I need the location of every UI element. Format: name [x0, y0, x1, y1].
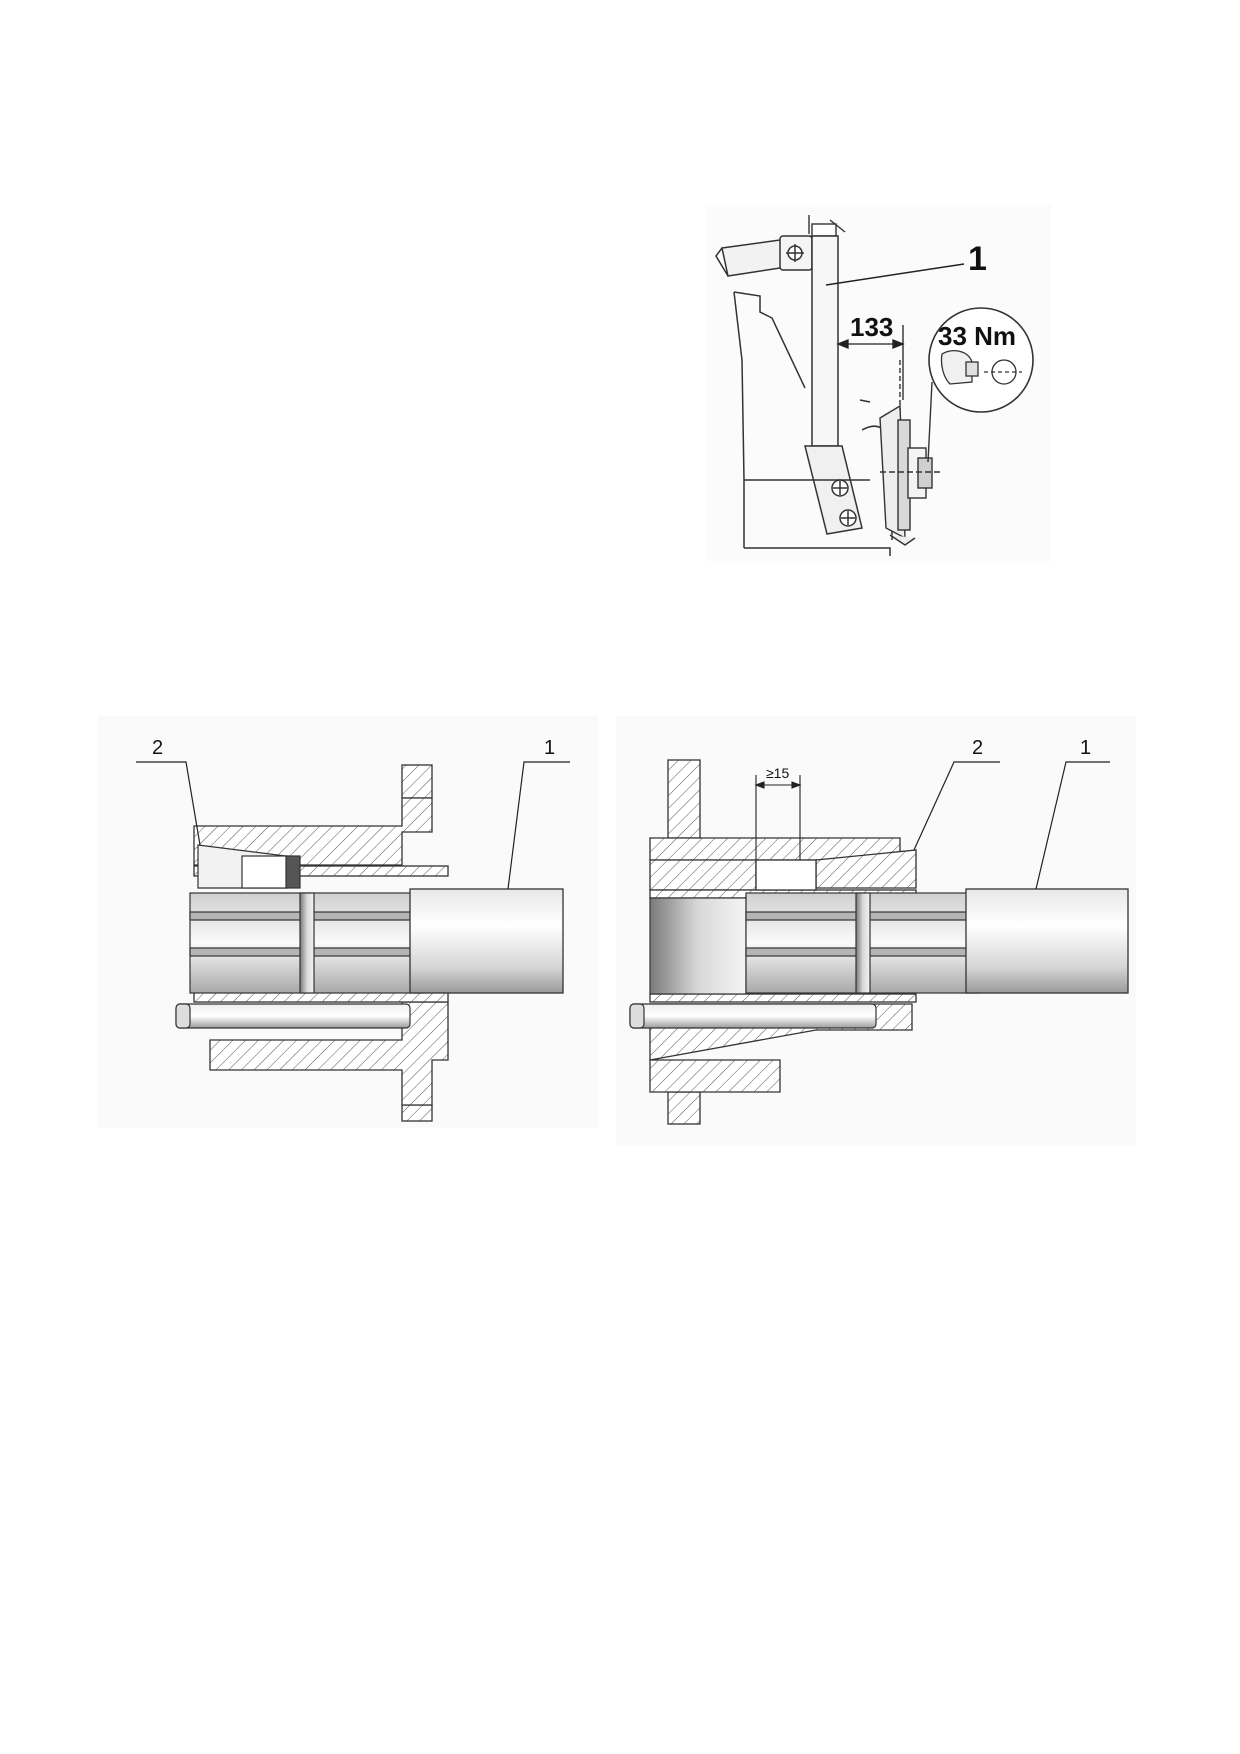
top-figure: 133 1 33 Nm — [706, 205, 1051, 561]
callouts-right — [913, 761, 1110, 890]
dimension-15 — [754, 775, 802, 860]
locking-pin-left — [175, 1003, 411, 1029]
bore-right — [649, 897, 747, 995]
clamp-plate — [804, 445, 863, 535]
callout-1-left-label: 1 — [544, 737, 555, 759]
dimension-133 — [836, 325, 905, 400]
locking-pin-right — [629, 1003, 877, 1029]
spline-bore-left — [189, 892, 423, 994]
bottom-right-figure: ≥15 2 1 — [616, 716, 1136, 1146]
housing-left — [193, 764, 449, 1122]
callout-1-label: 1 — [968, 240, 987, 278]
torque-label: 33 Nm — [938, 321, 1016, 351]
dimension-133-label: 133 — [850, 312, 893, 342]
spline-right — [745, 892, 979, 994]
disc-assembly — [879, 360, 940, 546]
torque-detail: 33 Nm — [927, 307, 1034, 463]
dimension-15-label: ≥15 — [766, 765, 789, 781]
sleeve-2-left — [197, 844, 301, 889]
shaft-1-right — [965, 888, 1129, 994]
pivot-bracket — [779, 235, 813, 271]
arm-part-1 — [811, 235, 839, 447]
callouts-left — [136, 761, 570, 890]
callout-2-right-label: 2 — [972, 737, 983, 759]
housing-right — [649, 759, 917, 1125]
shaft-1-left — [409, 888, 564, 994]
callout-1-right-label: 1 — [1080, 737, 1091, 759]
callout-1-leader — [825, 263, 965, 286]
bottom-left-figure: 2 1 — [98, 716, 598, 1128]
callout-2-left-label: 2 — [152, 737, 163, 759]
